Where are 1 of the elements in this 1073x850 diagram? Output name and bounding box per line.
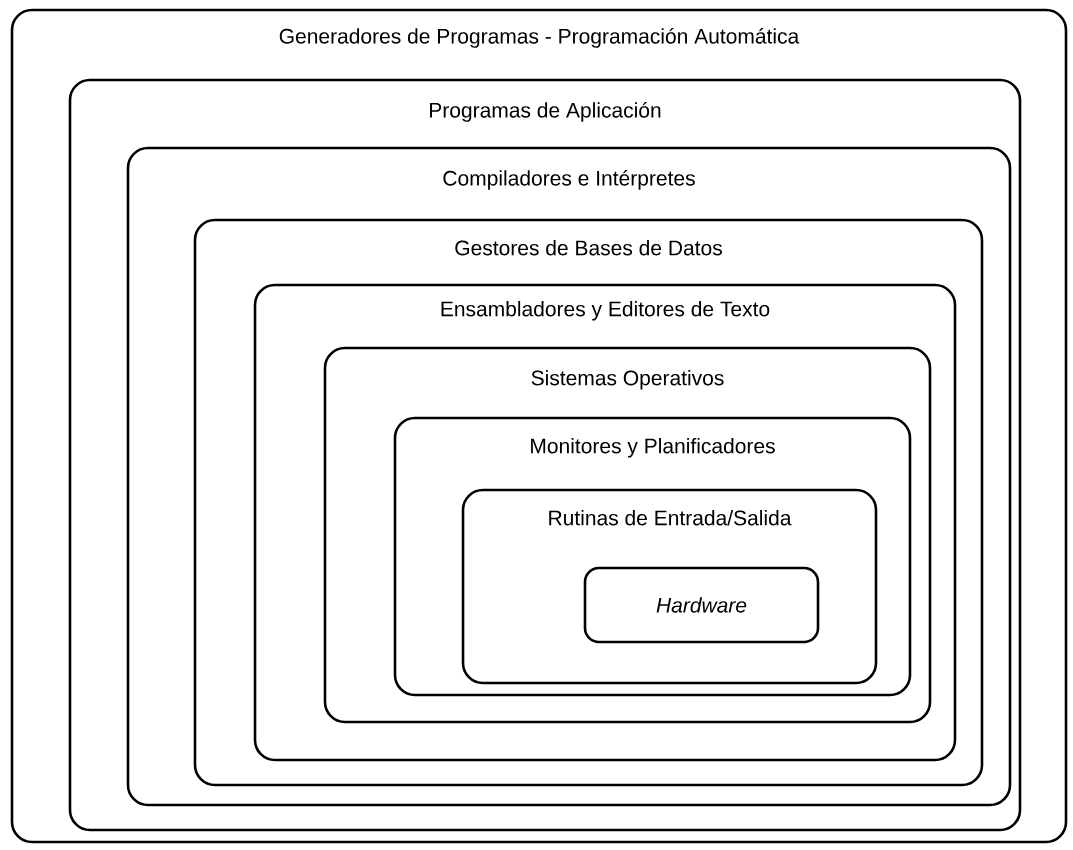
inner-box: Hardware [583,566,820,644]
